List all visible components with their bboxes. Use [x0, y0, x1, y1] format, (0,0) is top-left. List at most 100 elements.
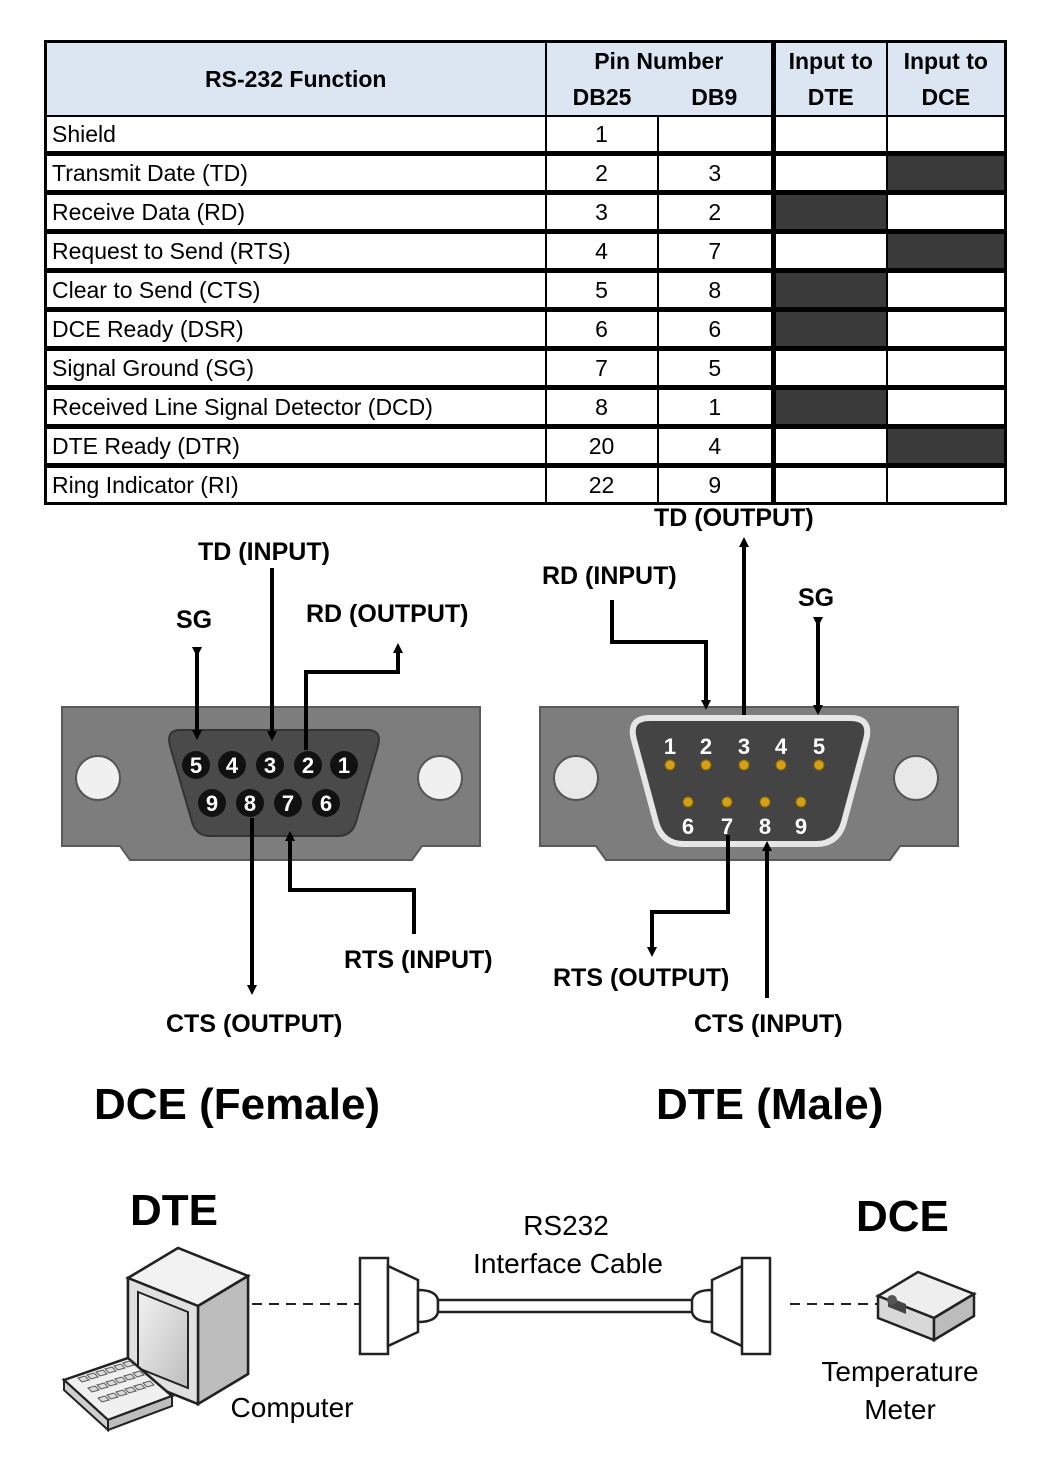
dce-bottom-pin-socket	[274, 789, 302, 817]
dce-bottom-pin-label: 6	[320, 791, 332, 816]
row-input-to-dce-cell	[885, 425, 1007, 467]
row-input-to-dte-cell	[771, 308, 888, 350]
dce-top-pin-label: 3	[264, 753, 276, 778]
row-input-to-dte-cell	[771, 386, 888, 428]
dce-top-pin-socket	[330, 751, 358, 779]
dte-rd-label: RD (INPUT)	[542, 562, 677, 590]
dce-screw-left-icon	[75, 755, 121, 801]
keyboard-key-icon	[113, 1363, 126, 1371]
row-db9-cell: 2	[656, 191, 775, 233]
keyboard-key-icon	[106, 1392, 119, 1400]
dce-bottom-pin-label: 8	[244, 791, 256, 816]
row-input-to-dte-cell	[771, 152, 888, 194]
row-function-cell: Receive Data (RD)	[44, 191, 547, 233]
keyboard-key-icon	[77, 1375, 90, 1383]
header-pin-number: Pin Number	[544, 40, 775, 79]
keyboard-key-icon	[133, 1383, 146, 1391]
keyboard-key-icon	[124, 1386, 137, 1394]
header-input-to-dce-line2: DCE	[886, 79, 1007, 117]
row-input-to-dce-cell	[885, 230, 1007, 272]
dte-bottom-pin-label: 8	[759, 814, 771, 839]
keyboard-key-icon	[132, 1370, 145, 1378]
row-db25-cell: 4	[544, 230, 659, 272]
dce-top-pin-socket	[256, 751, 284, 779]
dce-cts-label: CTS (OUTPUT)	[166, 1010, 343, 1038]
row-input-to-dce-cell	[885, 308, 1007, 350]
row-function-cell: Received Line Signal Detector (DCD)	[44, 386, 547, 428]
row-input-to-dce-cell	[885, 115, 1007, 155]
dte-bottom-pin-label: 7	[721, 814, 733, 839]
dce-bottom-pin-socket	[236, 789, 264, 817]
dte-bottom-pin	[682, 796, 694, 808]
dte-top-pin-label: 3	[738, 734, 750, 759]
dte-screw-left-icon	[553, 755, 599, 801]
header-db9: DB9	[657, 79, 775, 117]
row-db9-cell: 1	[656, 386, 775, 428]
dce-rts-arrow	[285, 831, 416, 934]
dte-rts-arrow	[647, 835, 730, 957]
computer-icon	[61, 1246, 251, 1433]
keyboard-key-icon	[114, 1376, 127, 1384]
row-db25-cell: 3	[544, 191, 659, 233]
dce-rts-label: RTS (INPUT)	[344, 946, 493, 974]
row-function-cell: Shield	[44, 115, 547, 155]
dce-top-pin-socket	[218, 751, 246, 779]
dce-bottom-pin-socket	[198, 789, 226, 817]
dte-td-label: TD (OUTPUT)	[654, 504, 814, 532]
keyboard-key-icon	[142, 1380, 155, 1388]
row-input-to-dce-cell	[885, 347, 1007, 389]
dte-top-pin	[738, 759, 750, 771]
row-input-to-dce-cell	[885, 152, 1007, 194]
dce-top-pin-label: 1	[338, 753, 350, 778]
row-db9-cell: 3	[656, 152, 775, 194]
row-input-to-dte-cell	[771, 230, 888, 272]
row-input-to-dce-cell	[885, 386, 1007, 428]
row-db25-cell: 8	[544, 386, 659, 428]
meter-label-line2: Meter	[864, 1394, 936, 1425]
dte-top-pin-label: 5	[813, 734, 825, 759]
dte-bottom-pin	[721, 796, 733, 808]
dce-link-label: DCE	[856, 1192, 949, 1241]
row-function-cell: Transmit Date (TD)	[44, 152, 547, 194]
dce-top-pin-label: 5	[190, 753, 202, 778]
row-input-to-dce-cell	[885, 464, 1007, 505]
dce-female-title: DCE (Female)	[94, 1080, 381, 1129]
row-function-cell: Request to Send (RTS)	[44, 230, 547, 272]
dce-bottom-pin-socket	[312, 789, 340, 817]
row-input-to-dte-cell	[771, 347, 888, 389]
row-function-cell: DCE Ready (DSR)	[44, 308, 547, 350]
header-input-to-dce-line1: Input to	[886, 40, 1007, 79]
dte-cts-label: CTS (INPUT)	[694, 1010, 843, 1038]
row-db9-cell: 9	[656, 464, 775, 505]
row-db9-cell: 7	[656, 230, 775, 272]
keyboard-key-icon	[96, 1382, 109, 1390]
dte-link-label: DTE	[130, 1186, 218, 1235]
row-db9-cell: 6	[656, 308, 775, 350]
dce-bottom-pin-label: 9	[206, 791, 218, 816]
dce-arrows	[192, 568, 416, 995]
keyboard-key-icon	[122, 1360, 135, 1368]
keyboard-key-icon	[95, 1369, 108, 1377]
dte-top-pin-label: 1	[664, 734, 676, 759]
dce-td-label: TD (INPUT)	[198, 538, 330, 566]
row-function-cell: Ring Indicator (RI)	[44, 464, 547, 505]
dte-bottom-pin-label: 9	[795, 814, 807, 839]
dte-arrows	[610, 537, 823, 998]
dte-bottom-pin	[759, 796, 771, 808]
dte-top-pin	[700, 759, 712, 771]
keyboard-key-icon	[123, 1373, 136, 1381]
row-function-cell: Clear to Send (CTS)	[44, 269, 547, 311]
row-db25-cell: 6	[544, 308, 659, 350]
